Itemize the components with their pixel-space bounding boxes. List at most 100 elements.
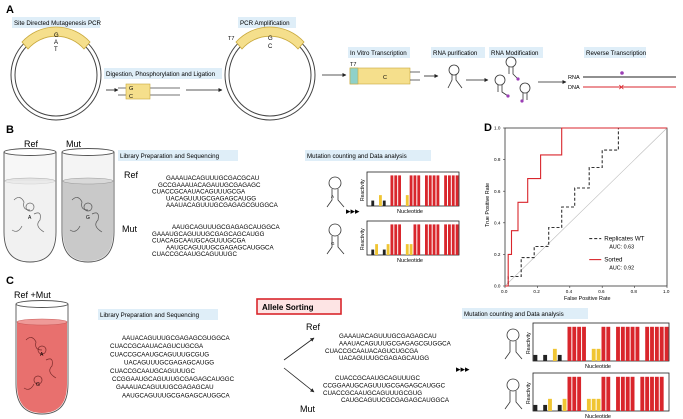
panel-c-label: C [6,275,14,287]
reactivity-bar [591,398,596,411]
roc-line-replicates [505,127,667,287]
svg-text:T: T [54,47,58,53]
reactivity-bar [557,404,562,411]
reactivity-bar [557,354,562,361]
x-tick-label: 0.0 [501,289,508,294]
read-line: CUACCGCAAUGCAGUUUGCGUG [110,351,209,358]
reactivity-bar [572,326,577,361]
b-mut-hairpin [326,223,345,255]
read-line: CCGGAAUGCAGUUUGCGAGAGCAUGGC [112,376,235,383]
b-mut-mark: G [331,241,335,246]
read-line: CAUGCAGUUCGCGAGAGCAUGGCA [341,397,450,404]
svg-text:Allele Sorting: Allele Sorting [262,303,314,312]
reactivity-bar [625,376,630,411]
svg-text:C: C [268,44,273,50]
read-line: UACAGUUUGCGAGAGCAUGG [339,355,429,362]
reactivity-bar [428,175,432,206]
reactivity-bar [620,326,625,361]
read-line: AAUGCAGUUUGCGAGAGCAUGGCA [172,224,280,231]
reactivity-bar [654,326,659,361]
ref-tube: A [3,148,57,263]
reactivity-bar [543,404,548,411]
c-mut-reads: CUACCGCAAUGCAGUUUGCCCGGAAUGCAGUUUGCGAGAG… [323,375,450,404]
reactivity-bar [451,224,455,255]
panel-b-label: B [6,124,14,136]
reactivity-bar [405,195,409,206]
svg-text:RNA Modification: RNA Modification [491,50,539,57]
read-line: GCCGAAAUACAGAUUGCGAGAGC [158,182,261,189]
y-tick-label: 0.4 [494,220,501,225]
reactivity-bar [650,376,654,411]
reactivity-axis-label: Reactivity [360,179,366,201]
read-line: AAAUACAGUUUGCGAGAGCGUGGCA [339,340,452,347]
reactivity-bar [436,175,440,206]
x-tick-label: 0.8 [631,289,638,294]
reactivity-bar [425,224,428,255]
read-line: CCGGAAUGCAGUUUGCGAGAGCAUGGC [323,382,446,389]
ivt-template: T7 C [349,62,420,85]
reactivity-bar [645,376,650,411]
x-tick-label: 0.2 [533,289,540,294]
reactivity-bar [394,224,398,255]
nucleotide-axis-label: Nucleotide [397,209,423,215]
c-ref-hairpin [504,328,523,360]
c-ref-reads: GAAAUACAGUUUGCGAGAGCAUAAAUACAGUUUGCGAGAG… [325,333,452,362]
reactivity-bar [562,398,567,411]
b-lib-title: Library Preparation and Sequencing [118,150,238,161]
c-tube: A G [15,300,69,415]
step-rna-purif: RNA purification [431,47,485,58]
reactivity-bar [444,224,447,255]
svg-text:G: G [86,215,90,221]
modification-dot-3 [520,99,524,103]
reactivity-bar [533,404,538,411]
read-line: CUACCGCAAUACAGUUUGCGA [152,189,246,196]
c-arrow-mut [283,367,315,393]
b-mc-title: Mutation counting and Data analysis [305,150,431,161]
step-rna-mod: RNA Modification [489,47,543,58]
svg-text:G: G [129,86,133,92]
b-ref-hairpin [326,176,345,208]
read-line: UACAGUUUGCGAGAGCAUGG [166,195,256,202]
b-ref-reads: GAAAUACAGUUUGCGACGCAUGCCGAAAUACAGAUUGCGA… [152,175,279,209]
svg-text:C: C [383,75,387,81]
reactivity-bar [375,244,378,255]
reactivity-bar [432,224,436,255]
svg-text:T7: T7 [350,62,356,68]
y-tick-label: 0.8 [494,157,501,162]
panel-d-label: D [484,122,492,134]
svg-text:Mutation counting and Data ana: Mutation counting and Data analysis [464,311,564,318]
read-line: CUACCGCAAUACAGUCUGCGA [110,343,204,350]
allele-sorting-box: Allele Sorting [256,298,342,315]
x-tick-label: 0.4 [566,289,573,294]
reactivity-bar [654,376,659,411]
svg-text:A: A [54,40,58,46]
y-tick-label: 1.0 [494,126,501,131]
read-line: GAAAUACAGUUUGCGAGAGCAU [116,384,214,391]
read-line: CUACCGCAAUGCAGUUUGC [110,368,195,375]
linear-fragment: G C [118,83,180,100]
y-tick-label: 0.0 [494,284,501,289]
nucleotide-axis-label: Nucleotide [397,258,423,264]
reactivity-bar [533,354,538,361]
reactivity-bar [386,244,390,255]
y-tick-label: 0.2 [494,252,501,257]
reactivity-bar [371,249,375,255]
reactivity-bar [664,326,669,361]
reactivity-bar [625,326,630,361]
svg-text:Site Directed Mutagenesis PCR: Site Directed Mutagenesis PCR [14,20,102,27]
reverse-transcription: RNA DNA ✕ [568,71,676,92]
read-line: UACAGUUUGCGAGAGCAUGG [124,360,214,367]
c-ref-label: Ref [306,322,321,332]
reactivity-bar [630,376,635,411]
panel-a-label: A [6,4,14,16]
plasmid-1: G A T [10,26,102,121]
reactivity-bar [586,398,591,411]
reactivity-bar [382,249,386,255]
reactivity-bar [591,348,596,361]
svg-text:PCR Amplification: PCR Amplification [240,20,290,27]
mut-tube: G [61,148,115,263]
reactivity-bar [630,326,635,361]
svg-text:Mutation counting and Data ana: Mutation counting and Data analysis [307,153,407,160]
